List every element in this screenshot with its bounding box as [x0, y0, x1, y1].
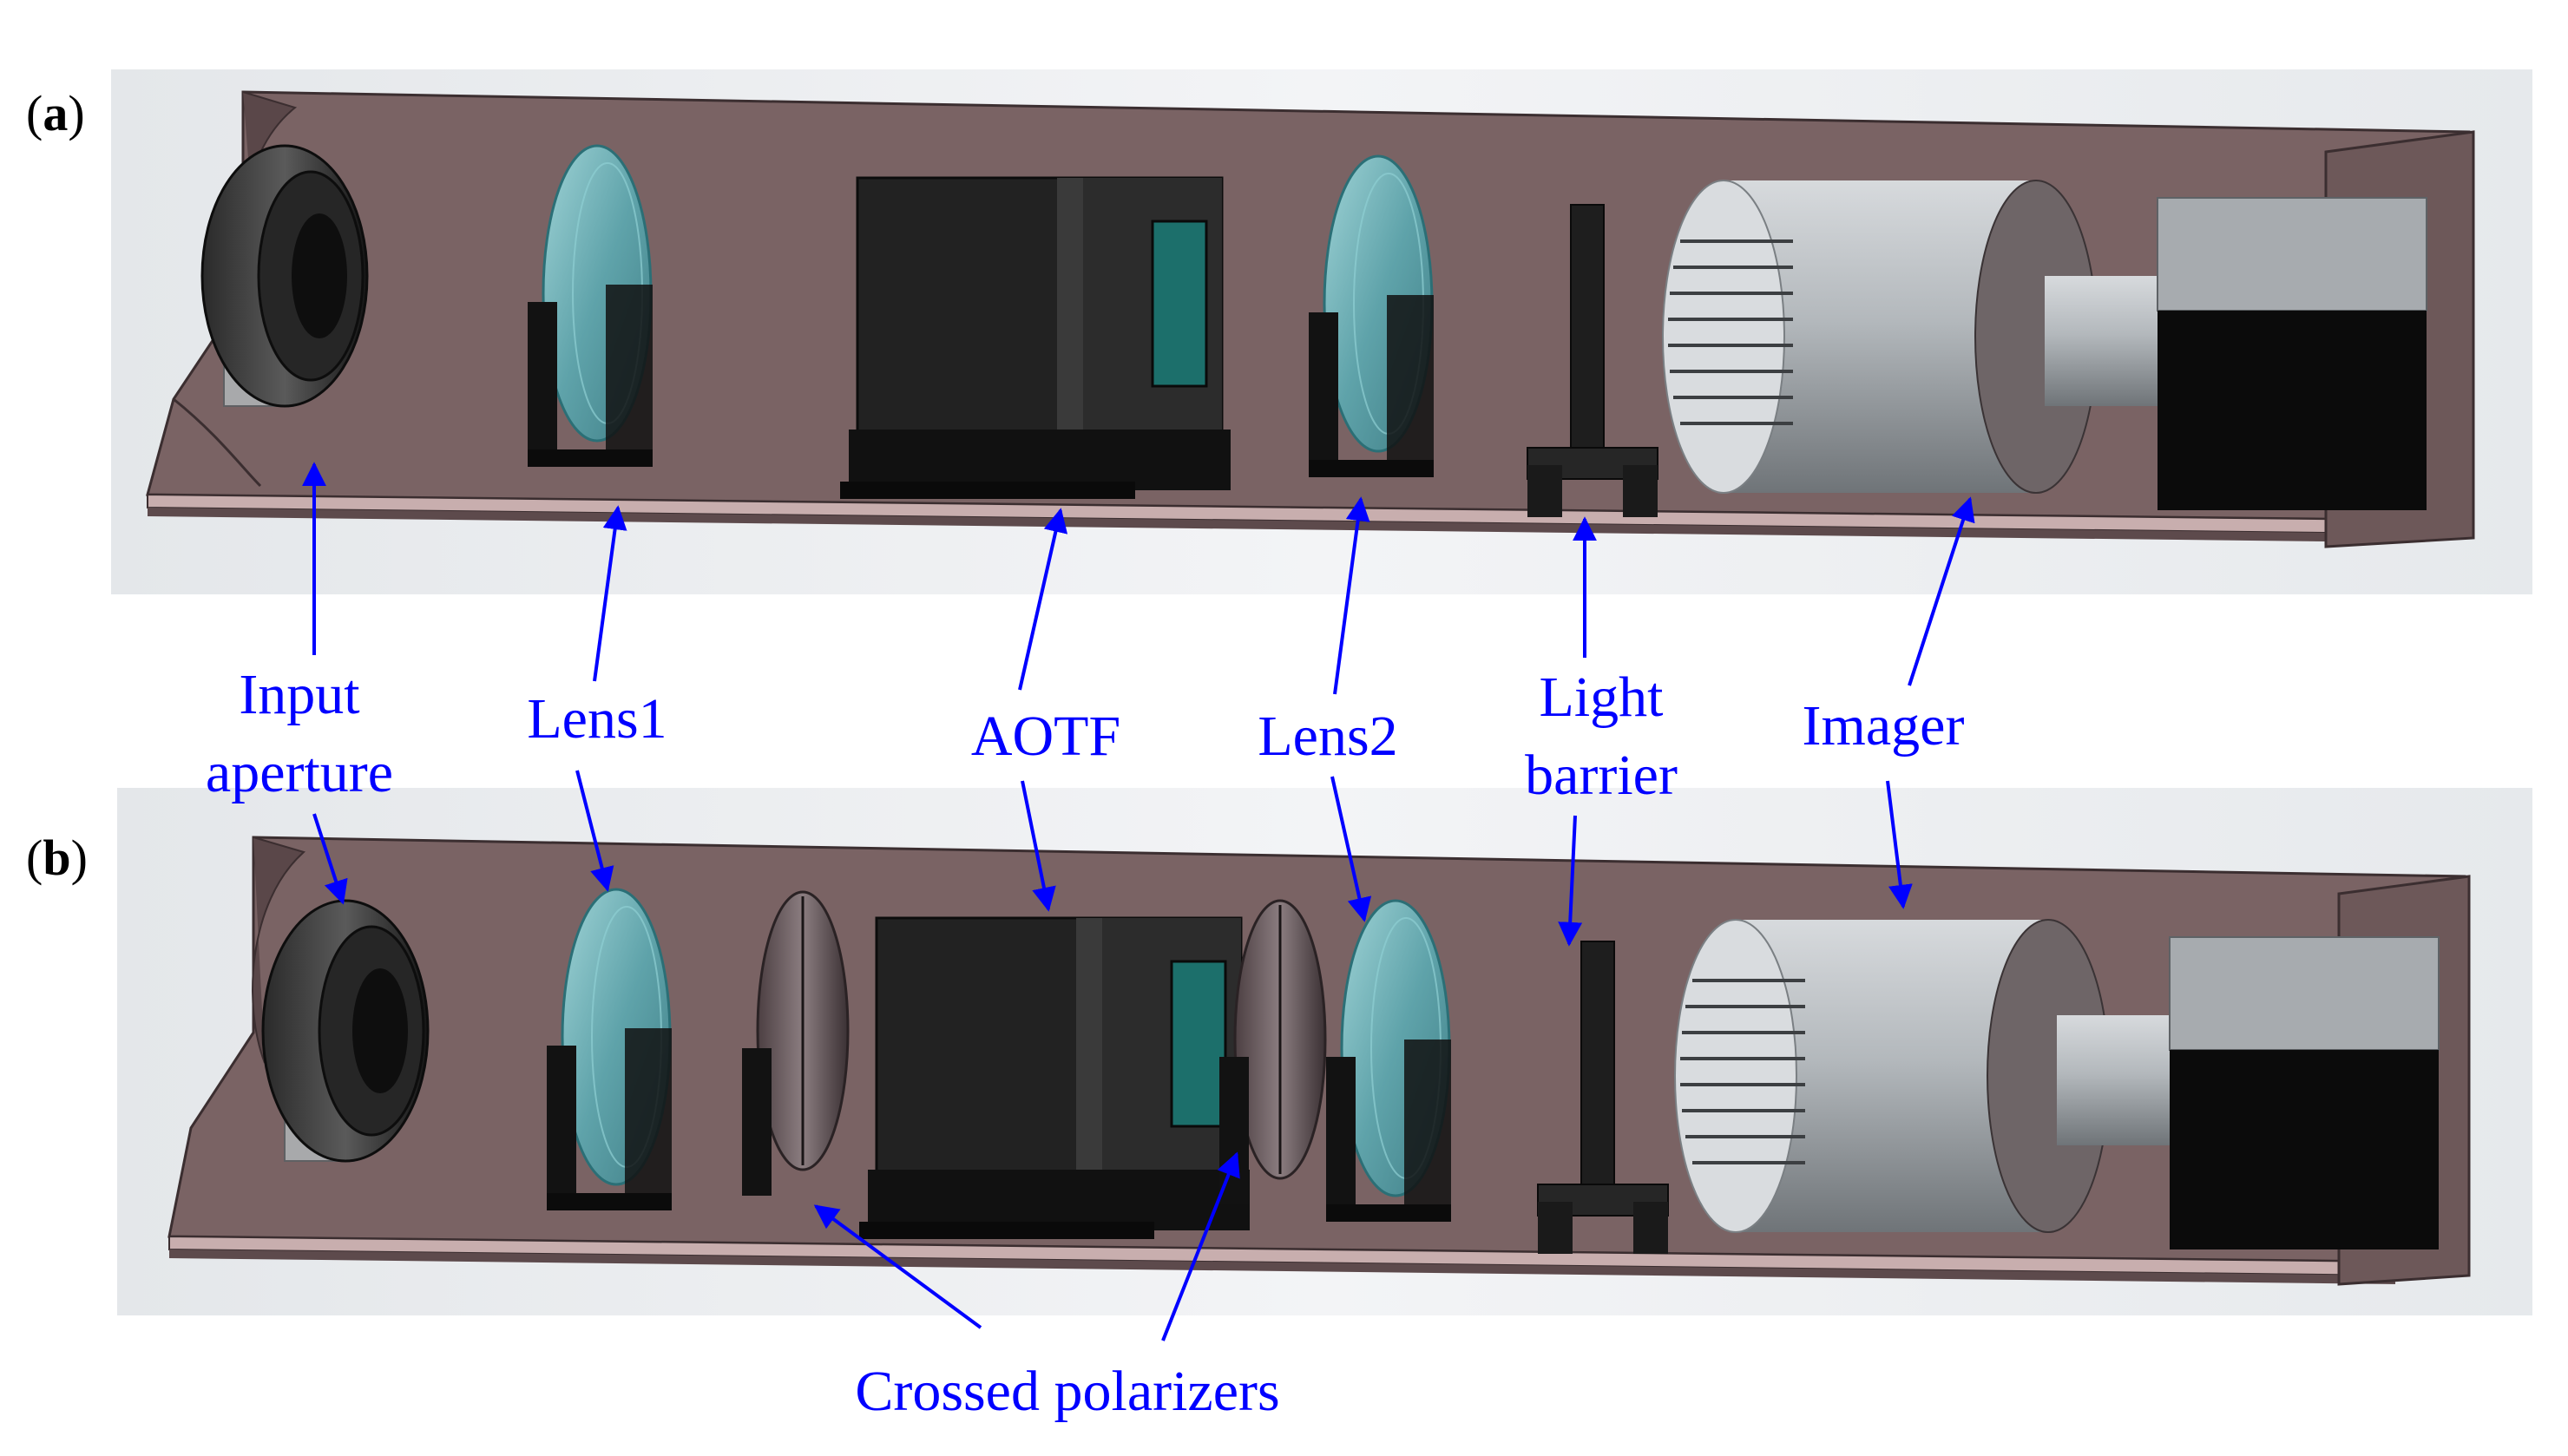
- callout-aotf: AOTF: [971, 705, 1120, 768]
- callout-lens1: Lens1: [527, 687, 667, 751]
- panel-a-input-aperture: [200, 144, 369, 408]
- callout-input-aperture-line1: Input: [239, 663, 359, 726]
- callout-input-aperture-line2: aperture: [206, 741, 393, 804]
- callout-light-barrier-line1: Light: [1540, 666, 1664, 729]
- panel-a-label: (a): [26, 85, 85, 141]
- panel-a-aotf: [838, 176, 1232, 501]
- arrow-polarizer-1: [813, 1204, 982, 1329]
- panel-b-imager: [1673, 918, 2440, 1251]
- callout-crossed-polarizers: Crossed polarizers: [855, 1360, 1279, 1423]
- panel-b-input-aperture: [261, 899, 430, 1163]
- callout-imager: Imager: [1803, 694, 1965, 758]
- panel-b-label: (b): [26, 830, 88, 886]
- arrow-imager-b: [1886, 780, 1913, 909]
- callout-light-barrier-line2: barrier: [1525, 744, 1678, 807]
- arrow-light-barrier-b: [1558, 815, 1583, 947]
- arrow-lens1-a: [593, 505, 627, 682]
- callout-lens2: Lens2: [1258, 705, 1397, 768]
- arrow-polarizer-2: [1161, 1151, 1240, 1341]
- arrow-input-aperture-b: [312, 813, 348, 905]
- arrow-aotf-b: [1021, 780, 1056, 912]
- arrow-imager-a: [1908, 496, 1975, 686]
- arrow-lens1-b: [575, 770, 614, 892]
- panel-a-imager: [1661, 179, 2428, 512]
- callout-arrows: [302, 462, 1975, 1341]
- panel-b-aotf: [857, 916, 1251, 1241]
- arrow-lens2-a: [1333, 496, 1370, 695]
- arrow-lens2-b: [1330, 776, 1372, 922]
- arrow-aotf-a: [1018, 508, 1068, 691]
